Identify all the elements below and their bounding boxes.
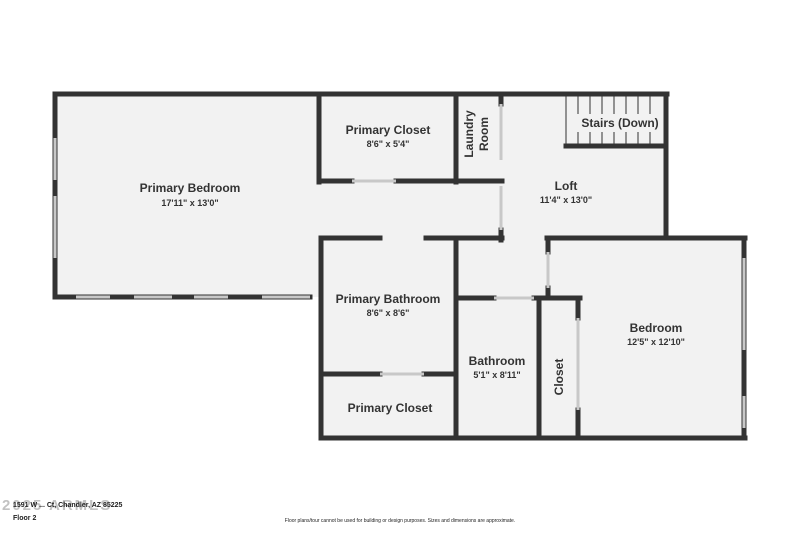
loft-dims: 11'4" x 13'0" <box>540 195 592 205</box>
primary-bedroom-dims: 17'11" x 13'0" <box>161 198 218 208</box>
bedroom-label: Bedroom <box>630 321 683 335</box>
primary-closet-bottom-label: Primary Closet <box>348 401 433 415</box>
address-text: 1591 W ... Ct, Chandler, AZ 85225 <box>13 502 123 509</box>
laundry-label-line2: Room <box>477 117 491 151</box>
loft-label: Loft <box>555 179 578 193</box>
primary-bathroom-label: Primary Bathroom <box>336 292 441 306</box>
stairs-label: Stairs (Down) <box>581 116 658 130</box>
disclaimer-text: Floor plans/tour cannot be used for buil… <box>284 518 516 524</box>
primary-closet-top-dims: 8'6" x 5'4" <box>367 139 410 149</box>
windows <box>53 104 746 428</box>
watermark: 2025 ARMLS <box>2 497 113 514</box>
lower-floor-area <box>321 240 745 438</box>
laundry-label: Laundry <box>462 110 476 158</box>
primary-bedroom-label: Primary Bedroom <box>140 181 241 195</box>
bedroom-dims: 12'5" x 12'10" <box>627 337 685 347</box>
closet-label: Closet <box>552 359 566 396</box>
floor-label: Floor 2 <box>13 515 37 522</box>
bathroom-label: Bathroom <box>469 354 526 368</box>
primary-bathroom-dims: 8'6" x 8'6" <box>367 308 410 318</box>
bathroom-dims: 5'1" x 8'11" <box>473 370 520 380</box>
primary-closet-top-label: Primary Closet <box>346 123 431 137</box>
stairs-label-bg <box>576 114 662 132</box>
floor-fills <box>56 94 745 438</box>
